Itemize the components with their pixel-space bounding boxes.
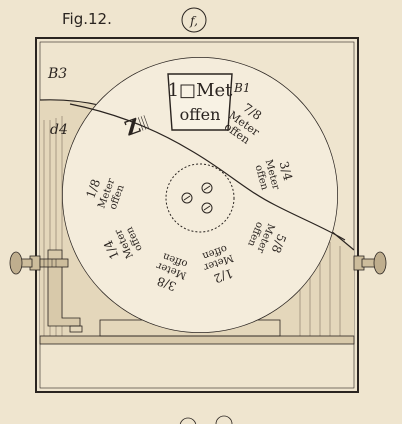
label-d4: d4 (50, 122, 68, 138)
figure-circle-label: f, (189, 14, 198, 28)
figure-circle (181, 7, 207, 33)
window-line1: 1□Met (168, 80, 234, 101)
sector-fraction: 1/2 (212, 266, 235, 286)
meter-window: 1□Met offen (167, 73, 234, 131)
sector-fraction: 3/8 (155, 274, 178, 294)
dial-hub (165, 163, 235, 233)
cutaway-edge (69, 103, 346, 241)
label-b1: B1 (233, 81, 250, 95)
sector-fraction: 3/4 (277, 160, 296, 183)
window-line2: offen (180, 105, 221, 124)
dial-sector-labels: 7/8 Meter offen 3/4 Meter offen 5/8 Mete… (83, 100, 296, 294)
bottom-mark-left (179, 417, 197, 424)
right-knob (353, 251, 387, 275)
figure-title: Fig.12. (62, 10, 112, 28)
sector-fraction: 5/8 (269, 232, 289, 255)
bottom-mark-right (215, 415, 233, 424)
sector-fraction: 1/8 (83, 177, 103, 200)
box-outline (35, 37, 359, 393)
label-b3: B3 (47, 66, 67, 82)
left-knob (9, 251, 69, 275)
